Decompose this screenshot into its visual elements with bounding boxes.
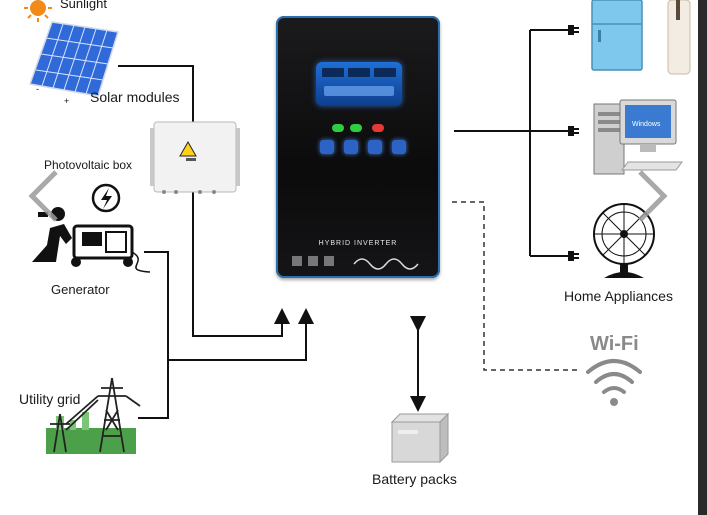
wifi-link-line [452,201,578,371]
inverter-brand-label: HYBRID INVERTER [318,240,398,247]
inverter-key-button[interactable] [344,140,358,154]
solar-modules-label: Solar modules [90,89,180,105]
chevron-right-icon [638,170,668,222]
inverter-key-button[interactable] [392,140,406,154]
plug-icon [568,25,579,35]
next-slide-button[interactable] [632,168,672,224]
pvbox-to-inverter-line [192,192,290,337]
home-appliances-label: Home Appliances [564,288,673,304]
plug-icon [568,251,579,261]
solar-to-pvbox-line [118,65,194,122]
plug-icon [568,126,579,136]
sunlight-label: Sunlight [60,0,107,11]
prev-slide-button[interactable] [24,168,64,224]
scrollbar[interactable] [698,0,707,515]
lcd-display [316,62,402,106]
grid-to-inverter-line [138,360,169,419]
status-led-icon [332,124,344,132]
utility-grid-label: Utility grid [19,391,81,407]
wifi-label: Wi-Fi [590,333,639,355]
chevron-left-icon [28,170,58,222]
photovoltaic-box-label: Photovoltaic box [44,158,133,172]
generator-label: Generator [51,282,110,297]
inverter-key-button[interactable] [368,140,382,154]
fault-led-icon [372,124,384,132]
inverter-key-button[interactable] [320,140,334,154]
hybrid-inverter: HYBRID INVERTER [276,16,440,278]
battery-packs-label: Battery packs [372,471,457,487]
inverter-waveform-icon [292,256,419,270]
status-led-icon [350,124,362,132]
